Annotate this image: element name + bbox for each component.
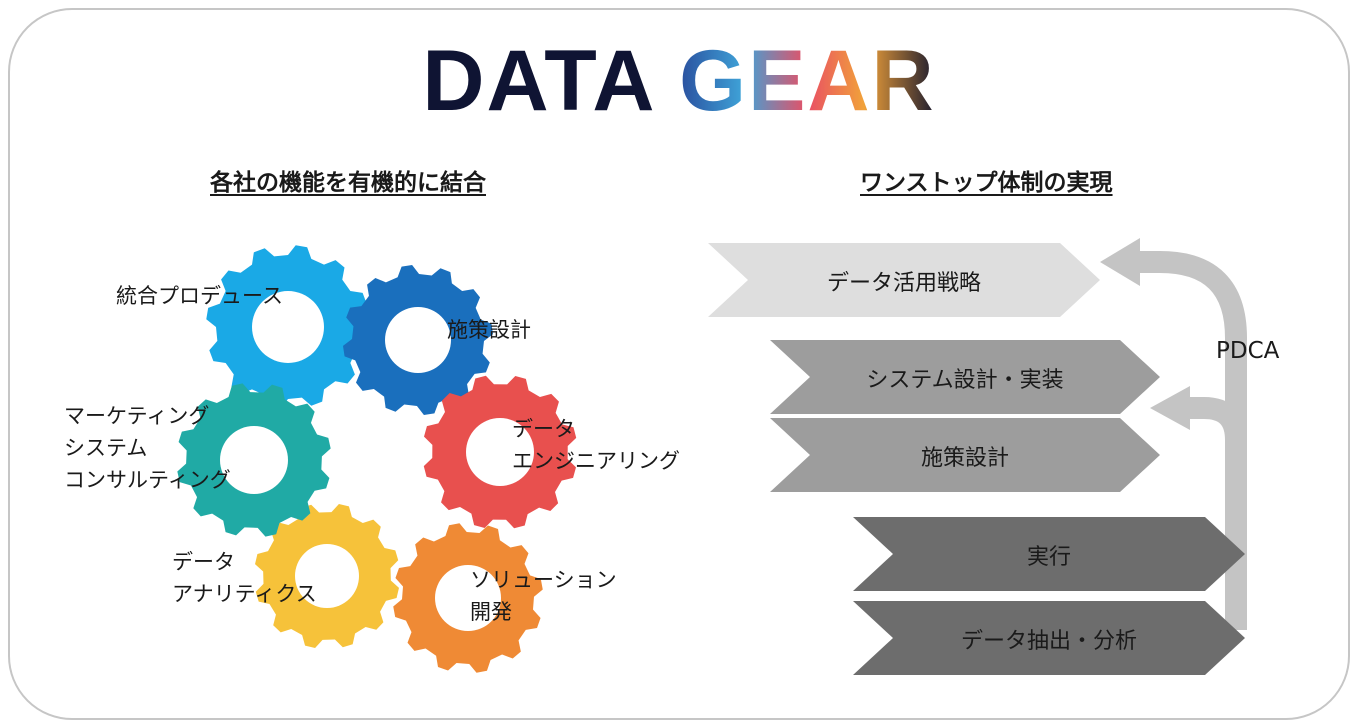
gear-hole	[385, 307, 451, 373]
pdca-arrowhead-top	[1100, 238, 1140, 286]
chevron-data-strategy	[708, 243, 1100, 317]
step-label-system-design: システム設計・実装	[866, 368, 1064, 393]
step-label-data-strategy: データ活用戦略	[826, 271, 981, 296]
chevron-system-design	[770, 340, 1160, 414]
gear-label-data-engineering: データ エンジニアリング	[512, 417, 680, 473]
left-heading: 各社の機能を有機的に結合	[210, 170, 486, 196]
gear-marketing-system-consulting	[177, 383, 331, 537]
chevron-execution	[853, 517, 1245, 591]
pdca-arrow	[1100, 238, 1247, 630]
gear-hole	[295, 544, 359, 608]
gear-label-integrated-produce: 統合プロデュース	[116, 284, 283, 308]
pdca-arrow-trunk	[1140, 251, 1247, 630]
step-label-execution: 実行	[1026, 545, 1071, 570]
gear-label-data-analytics: データ アナリティクス	[172, 550, 317, 606]
chevron-measure-design	[770, 418, 1160, 492]
gear-data-analytics	[255, 504, 399, 648]
right-heading: ワンストップ体制の実現	[860, 170, 1113, 196]
gear-integrated-produce	[206, 245, 370, 409]
gear-hole	[466, 418, 534, 486]
pdca-arrow-branch	[1190, 397, 1247, 441]
gear-measure-design	[342, 264, 494, 416]
step-label-measure-design: 施策設計	[920, 446, 1009, 471]
chevron-data-extraction	[853, 601, 1245, 675]
gear-label-measure-design: 施策設計	[447, 318, 531, 342]
gear-data-engineering	[423, 375, 577, 529]
gear-hole	[435, 565, 501, 631]
gear-cluster	[177, 245, 577, 673]
gear-solution-development	[393, 523, 543, 673]
gear-hole	[220, 426, 288, 494]
gear-label-marketing-system-consulting: マーケティング システム コンサルティング	[64, 404, 231, 492]
gear-hole	[252, 291, 324, 363]
logo-word-data: DATA	[422, 33, 654, 129]
pdca-label: PDCA	[1216, 338, 1280, 364]
pdca-arrowhead-mid	[1150, 386, 1190, 430]
logo-word-gear: GEAR	[679, 33, 936, 129]
data-gear-logo: DATA GEAR	[0, 38, 1358, 124]
gear-label-solution-development: ソリューション 開発	[470, 568, 617, 624]
step-label-data-extraction: データ抽出・分析	[960, 629, 1137, 654]
